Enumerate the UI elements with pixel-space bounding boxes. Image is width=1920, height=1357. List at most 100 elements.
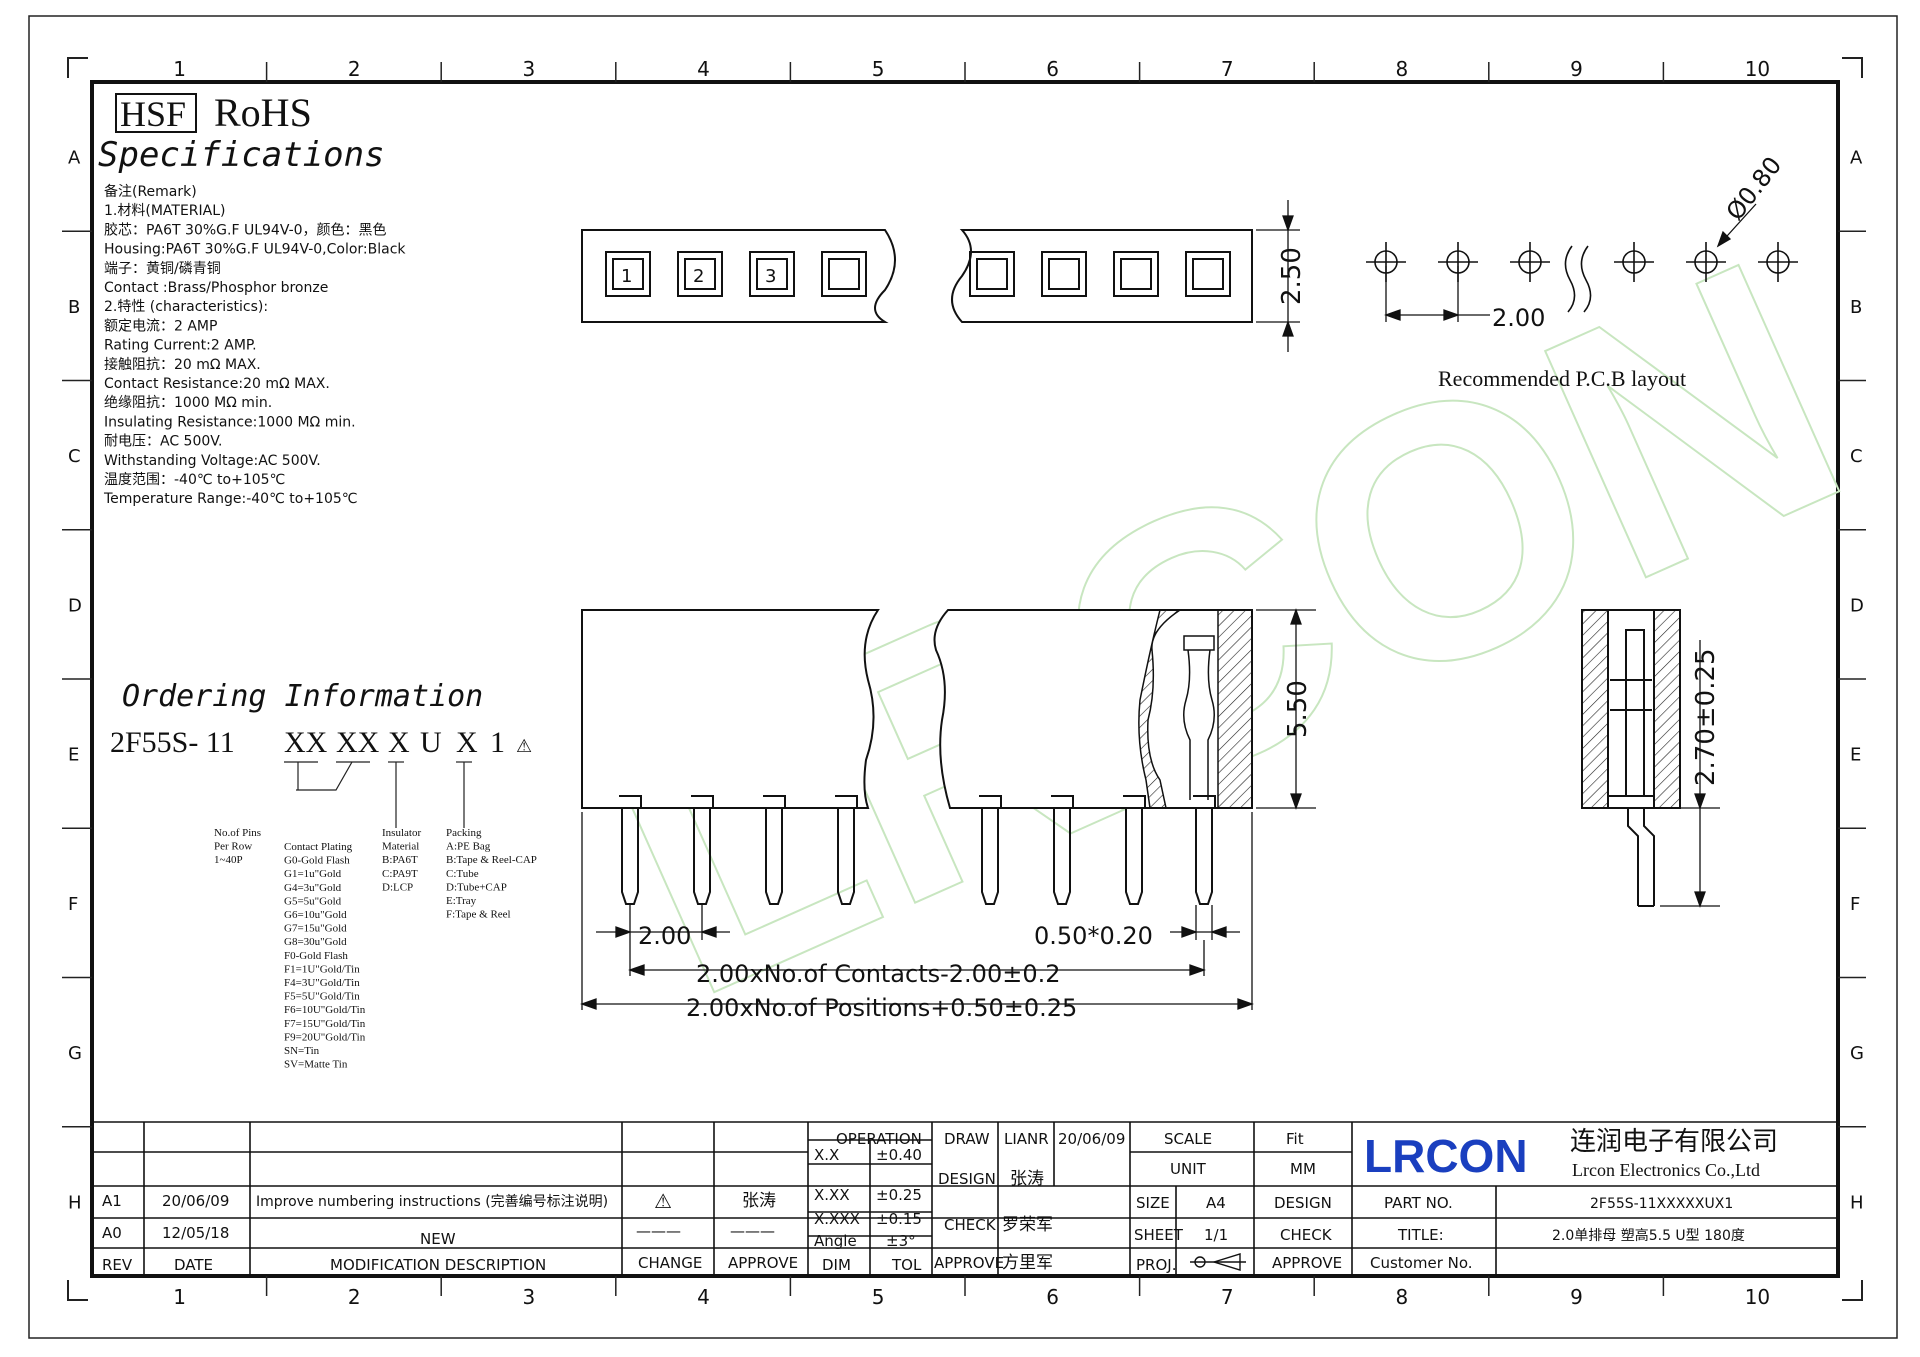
projection-symbol-icon	[1190, 1253, 1246, 1271]
ordering-legend-line: F1=1U"Gold/Tin	[284, 963, 360, 975]
spec-line: 胶芯：PA6T 30%G.F UL94V-0，颜色：黑色	[104, 221, 387, 238]
pcb-pitch-dimension	[1384, 266, 1490, 322]
spec-line: 1.材料(MATERIAL)	[104, 203, 225, 219]
tol-dim-xxxx: X.XXX	[814, 1210, 860, 1228]
spec-line: Withstanding Voltage:AC 500V.	[104, 453, 321, 469]
rev-header-approve: APPROVE	[728, 1254, 798, 1272]
company-logo: LRCON	[1364, 1130, 1528, 1182]
code-part-rev: 1	[490, 726, 505, 759]
grid-col-label-top: 1	[173, 57, 186, 81]
hsf-label: HSF	[120, 94, 186, 134]
part-no-value: 2F55S-11XXXXXUX1	[1590, 1196, 1733, 1212]
ordering-legend-line: D:Tube+CAP	[446, 881, 507, 893]
grid-row-label-right: H	[1850, 1192, 1864, 1213]
grid-col-label-top: 6	[1046, 57, 1059, 81]
pcb-caption: Recommended P.C.B layout	[1438, 366, 1686, 391]
code-part-plating: XX	[336, 726, 380, 759]
grid-col-label-bottom: 6	[1046, 1285, 1059, 1309]
ordering-code-prefix: 2F55S- 11	[110, 726, 235, 759]
ordering-legend-line: G8=30u"Gold	[284, 936, 347, 948]
scale-value: Fit	[1286, 1130, 1304, 1148]
scale-label: SCALE	[1164, 1130, 1212, 1148]
grid-col-label-bottom: 2	[348, 1285, 361, 1309]
draw-date: 20/06/09	[1058, 1130, 1125, 1148]
spec-line: Insulating Resistance:1000 MΩ min.	[104, 414, 356, 430]
contact-cell	[1041, 251, 1087, 297]
grid-col-label-bottom: 7	[1221, 1285, 1234, 1309]
grid-row-label-left: G	[68, 1043, 82, 1064]
pin-number-label: 2	[693, 266, 704, 287]
tol-dim-label: DIM	[822, 1256, 851, 1274]
design-label: DESIGN	[938, 1170, 996, 1188]
spec-line: 耐电压：AC 500V.	[104, 434, 223, 450]
rev-a0: A0	[102, 1224, 122, 1242]
check-info-label: CHECK	[1280, 1226, 1333, 1244]
grid-row-label-right: C	[1850, 446, 1863, 467]
spec-line: Rating Current:2 AMP.	[104, 338, 257, 354]
tol-tol-label: TOL	[891, 1256, 922, 1274]
contact-cell	[969, 251, 1015, 297]
ordering-legend-line: B:Tape & Reel-CAP	[446, 854, 537, 866]
grid-col-label-bottom: 8	[1396, 1285, 1409, 1309]
customer-no-label: Customer No.	[1370, 1254, 1473, 1272]
ordering-legend-line: F6=10U"Gold/Tin	[284, 1004, 366, 1016]
tolerance-title: OPERATION	[836, 1130, 922, 1148]
grid-row-label-right: F	[1850, 894, 1860, 915]
contact-pin	[1053, 808, 1071, 905]
contact-pin	[765, 808, 783, 905]
rev-header-change: CHANGE	[638, 1254, 702, 1272]
ordering-legend-line: E:Tray	[446, 895, 477, 907]
pin-shoulder	[1193, 795, 1216, 808]
ordering-legend-line: F:Tape & Reel	[446, 909, 511, 921]
side-tail-label: 2.70±0.25	[1691, 648, 1721, 786]
front-height-dimension	[1256, 608, 1316, 810]
grid-col-label-bottom: 5	[872, 1285, 885, 1309]
spec-line: 端子：黄铜/磷青铜	[104, 260, 221, 277]
rev-a1-approve: 张涛	[742, 1191, 776, 1211]
approve-label: APPROVE	[934, 1254, 1004, 1272]
ordering-legend-line: G5=5u"Gold	[284, 895, 342, 907]
front-view	[581, 609, 1253, 905]
grid-col-label-top: 3	[523, 57, 536, 81]
contact-cell	[1113, 251, 1159, 297]
ordering-legend-line: D:LCP	[382, 881, 413, 893]
spec-line: 绝缘阻抗：1000 MΩ min.	[104, 395, 272, 411]
grid-col-label-bottom: 9	[1570, 1285, 1583, 1309]
part-no-label: PART NO.	[1384, 1194, 1453, 1212]
ordering-legend-line: F7=15U"Gold/Tin	[284, 1018, 366, 1030]
sheet-label: SHEET	[1134, 1226, 1184, 1244]
contact-cell	[605, 251, 651, 297]
ordering-legend-line: Material	[382, 841, 419, 853]
hsf-box	[115, 93, 197, 133]
grid-col-label-bottom: 1	[173, 1285, 186, 1309]
contact-cell-inner	[1048, 258, 1080, 290]
grid-col-label-top: 5	[872, 57, 885, 81]
rev-a1-desc: Improve numbering instructions (完善编号标注说明…	[256, 1194, 608, 1210]
contact-cell-inner	[828, 258, 860, 290]
draw-name: LIANR	[1004, 1130, 1049, 1148]
grid-row-label-right: D	[1850, 595, 1864, 616]
ordering-legend-line: C:PA9T	[382, 868, 418, 880]
code-part-u: U	[420, 726, 442, 759]
pin-number-label: 1	[621, 266, 632, 287]
pin-size-label: 0.50*0.20	[1034, 922, 1153, 950]
design-name: 张涛	[1010, 1169, 1044, 1189]
proj-label: PROJ.	[1136, 1256, 1176, 1274]
check-name: 罗荣军	[1002, 1215, 1053, 1235]
ordering-legend-line: Contact Plating	[284, 841, 353, 853]
contact-cell	[1185, 251, 1231, 297]
contact-cell	[749, 251, 795, 297]
tol-dim-xxx: X.XX	[814, 1186, 850, 1204]
ordering-title: Ordering Information	[122, 679, 483, 714]
company-name-en: Lrcon Electronics Co.,Ltd	[1572, 1160, 1760, 1180]
pcb-diameter-leader	[1716, 203, 1757, 248]
tol-val-xx: ±0.40	[876, 1146, 922, 1164]
contact-cell	[677, 251, 723, 297]
pin-shoulder	[835, 795, 858, 808]
contact-pin	[1195, 808, 1213, 905]
code-part-packing: X	[456, 726, 478, 759]
code-part-pins: XX	[284, 726, 328, 759]
grid-row-label-right: B	[1850, 297, 1862, 318]
